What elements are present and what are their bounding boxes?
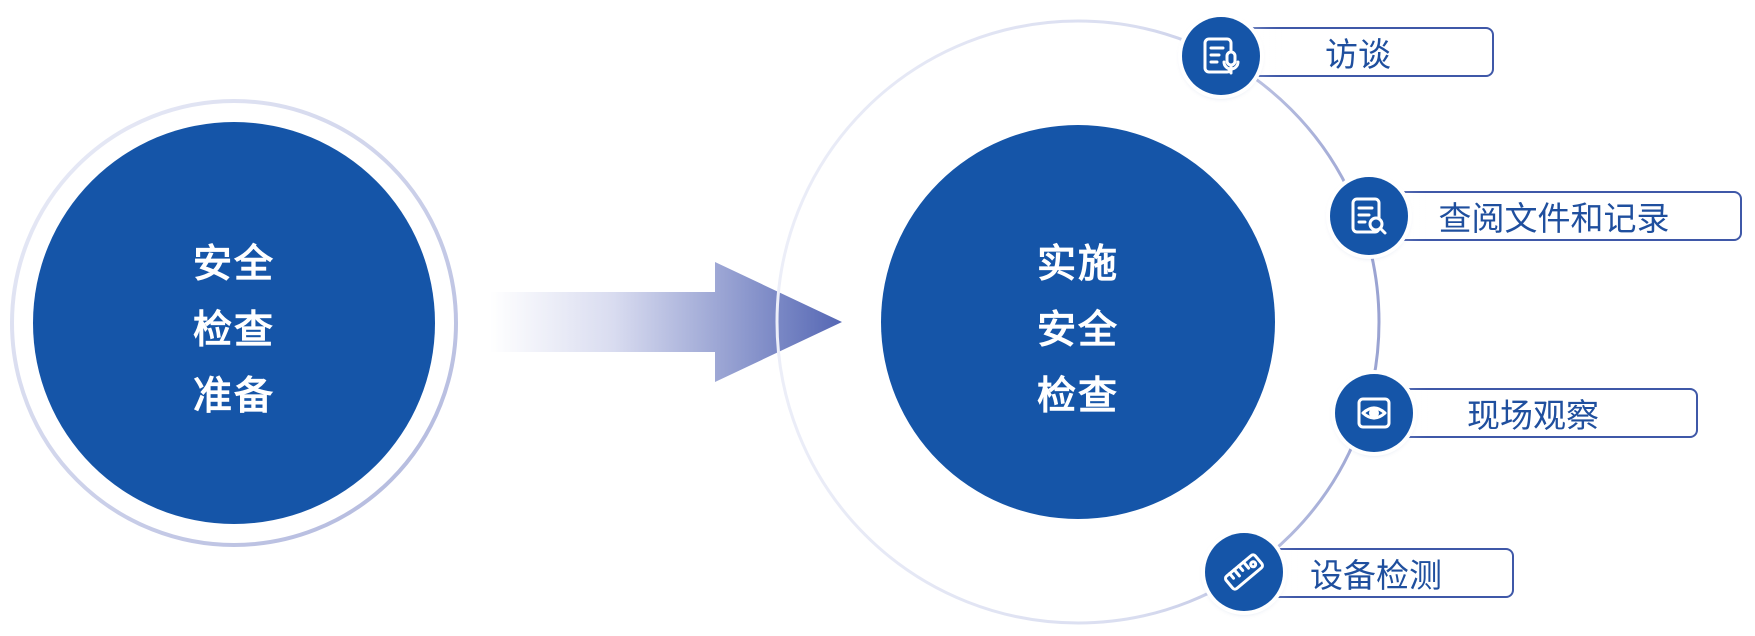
left-circle-line-3: 准备 <box>192 374 275 419</box>
method-label-observation: 现场观察 <box>1370 388 1698 438</box>
eye-observe-icon <box>1335 374 1413 452</box>
method-label-interview: 访谈 <box>1224 27 1494 77</box>
flow-arrow <box>490 262 842 382</box>
center-circle <box>881 125 1275 519</box>
left-circle-text: 安全 检查 准备 <box>154 232 314 430</box>
interview-document-mic-icon <box>1182 17 1260 95</box>
center-circle-text: 实施 安全 检查 <box>998 232 1158 430</box>
left-circle <box>33 122 435 524</box>
center-circle-line-3: 检查 <box>1036 374 1119 419</box>
ruler-measure-icon <box>1205 533 1283 611</box>
center-circle-line-2: 安全 <box>1036 308 1119 353</box>
orbit-ring <box>775 19 1381 625</box>
left-circle-line-2: 检查 <box>192 308 275 353</box>
left-outer-ring <box>10 99 458 547</box>
center-circle-line-1: 实施 <box>1036 242 1119 287</box>
method-label-documents: 查阅文件和记录 <box>1368 191 1742 241</box>
left-circle-line-1: 安全 <box>192 242 275 287</box>
document-search-icon <box>1330 177 1408 255</box>
